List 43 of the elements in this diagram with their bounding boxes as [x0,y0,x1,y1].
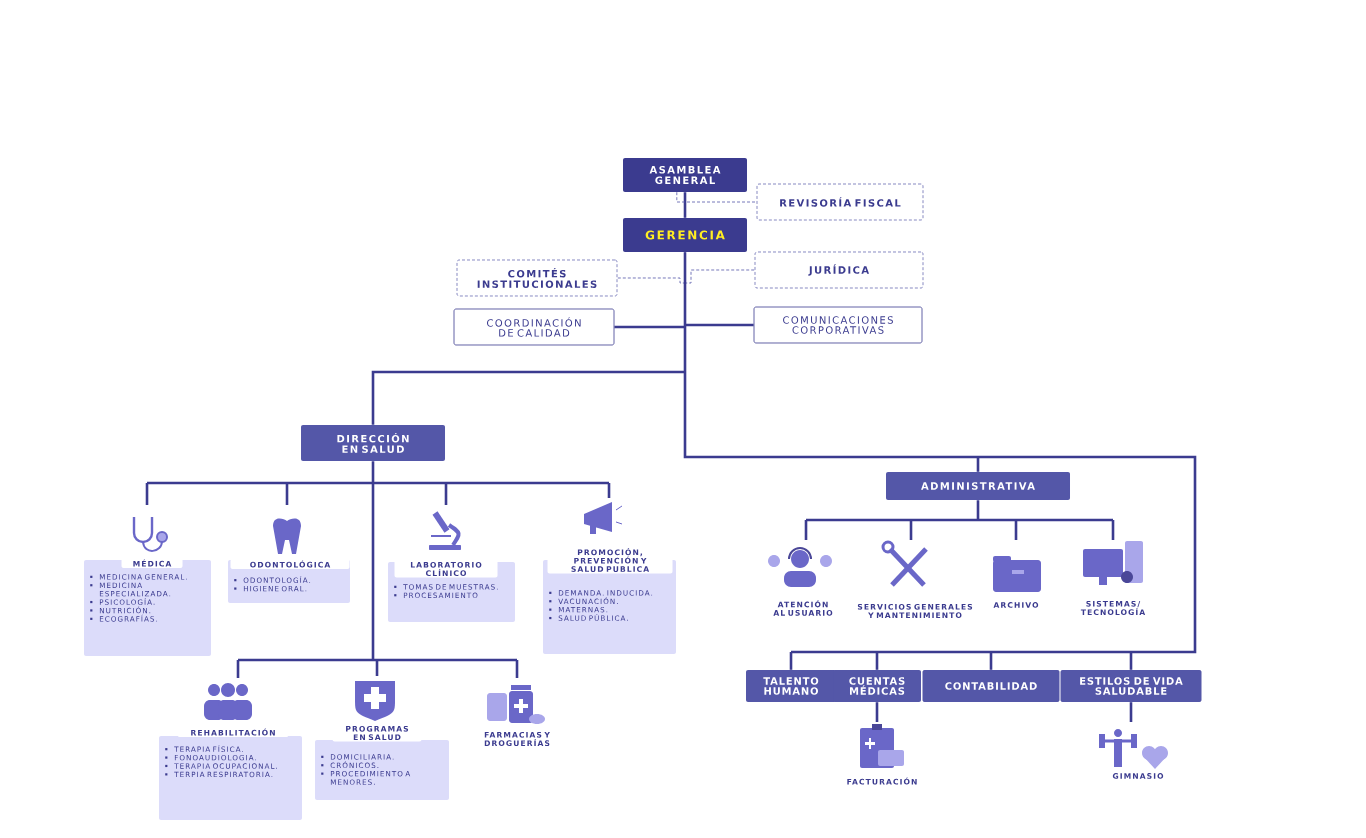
connector-line [909,520,913,540]
org-box: DIRECCIÓN EN SALUD [301,425,445,461]
connector-line [683,192,687,218]
connector-line [375,660,379,676]
connector-line [145,461,611,662]
outlined-box: COMUNICACIONES CORPORATIVAS [753,306,923,344]
connector-line [875,702,879,722]
connector-line [789,652,793,670]
connector-line [236,660,240,678]
connector-line [685,323,754,327]
connector-line [1129,652,1133,670]
connector-line [804,520,808,540]
node-label: ESTILOS DE VIDA SALUDABLE [1080,677,1183,695]
connector-line [515,660,519,678]
connector-line [989,652,993,670]
node-label: CUENTAS MÉDICAS [849,677,905,695]
org-box: GERENCIA [623,218,747,252]
node-label: CONTABILIDAD [945,682,1037,690]
connector-line [804,500,1113,522]
org-box: ADMINISTRATIVA [886,472,1070,500]
outlined-box: COORDINACIÓN DE CALIDAD [453,308,615,346]
connector-line [285,483,289,505]
org-box: ESTILOS DE VIDA SALUDABLE [1060,670,1202,702]
dashed-box: REVISORÍA FISCAL [756,183,924,221]
dashed-box: COMITÉS INSTITUCIONALES [456,259,618,297]
connector-line [976,457,980,472]
dashed-box: JURÍDICA [754,251,924,289]
org-box: TALENTO HUMANO [746,670,836,702]
org-box: CONTABILIDAD [922,670,1060,702]
org-box: ASAMBLEA GENERAL [623,158,747,192]
connector-line [371,370,685,425]
connector-line [683,252,1197,654]
connector-line [875,652,879,670]
connector-line [676,191,758,203]
connector-line [444,483,448,505]
connector-line [607,483,611,498]
connector-line [614,325,685,329]
node-label: TALENTO HUMANO [763,677,819,695]
connector-line [1129,702,1133,722]
connector-line [1111,520,1115,540]
connector-line [145,483,149,505]
org-box: CUENTAS MÉDICAS [833,670,921,702]
connector-line [1014,520,1018,540]
